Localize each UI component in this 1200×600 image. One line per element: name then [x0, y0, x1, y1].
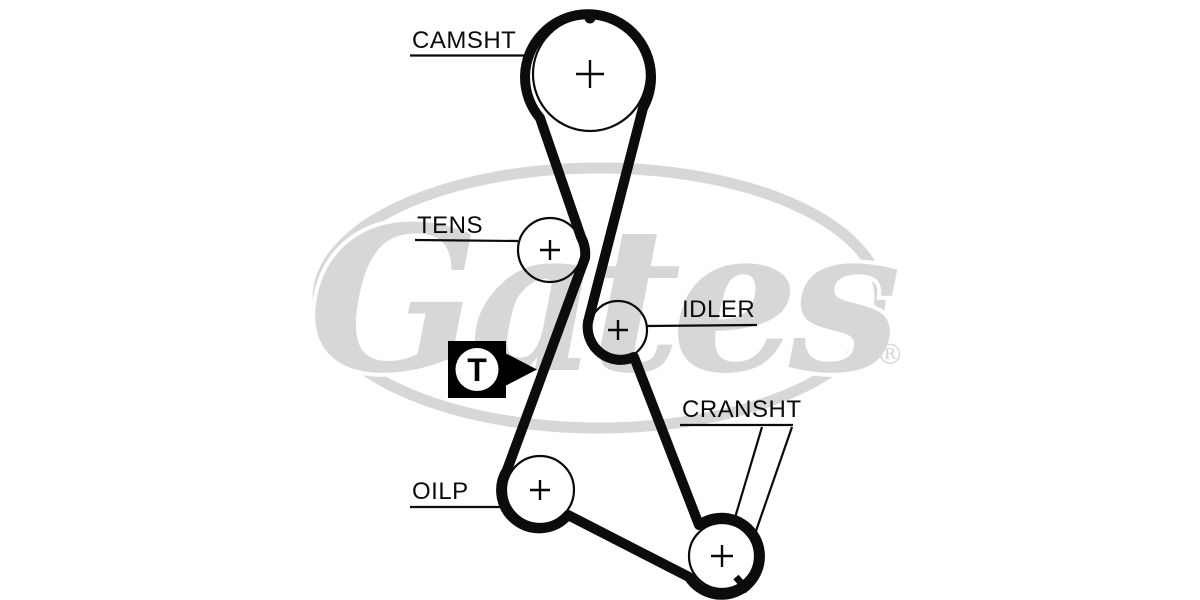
label-oil-pump: OILP: [410, 478, 509, 509]
timing-mark-arrow-icon: [505, 353, 537, 386]
oil-pump-label-text: OILP: [412, 478, 469, 505]
tensioner-pulley: [516, 216, 584, 284]
label-camshaft: CAMSHT: [410, 27, 525, 57]
brand-watermark: Gates ®: [305, 162, 912, 434]
crankshaft-label-text: CRANSHT: [682, 396, 802, 423]
oil-pump-center-plus-mark: [530, 480, 550, 500]
label-crankshaft: CRANSHT: [680, 396, 802, 532]
oil-pump-pulley: [504, 454, 576, 526]
idler-pulley-circle: [587, 299, 649, 361]
tensioner-leader-line: [414, 238, 519, 243]
idler-pulley: [587, 299, 649, 361]
crankshaft-pulley-circle: [687, 521, 757, 591]
crankshaft-leader-line-1: [732, 426, 764, 522]
tensioner-label-text: TENS: [417, 212, 483, 239]
idler-center-plus-mark: [608, 320, 628, 340]
camshaft-pulley: [531, 12, 649, 133]
idler-leader-line: [645, 323, 758, 328]
oil-pump-pulley-circle: [504, 454, 576, 526]
crankshaft-center-plus-mark: [711, 545, 733, 567]
label-idler: IDLER: [645, 296, 758, 328]
watermark-registered-symbol: ®: [876, 338, 904, 371]
watermark-brand-text: Gates: [309, 183, 898, 418]
crankshaft-timing-tick: [733, 574, 751, 594]
crankshaft-pulley: [687, 521, 757, 594]
camshaft-center-plus-mark: [576, 60, 604, 88]
tensioner-pulley-circle: [516, 216, 584, 284]
tensioner-center-plus-mark: [540, 240, 560, 260]
crankshaft-leader-line-2: [754, 426, 794, 532]
timing-mark-indicator: T: [448, 341, 537, 398]
label-tensioner: TENS: [414, 212, 519, 243]
timing-mark-letter: T: [467, 352, 487, 388]
idler-label-text: IDLER: [682, 296, 755, 323]
camshaft-timing-dot: [584, 12, 596, 24]
watermark-ellipse: [312, 162, 886, 434]
timing-mark-circle: [455, 348, 499, 391]
camshaft-label-text: CAMSHT: [412, 27, 516, 54]
